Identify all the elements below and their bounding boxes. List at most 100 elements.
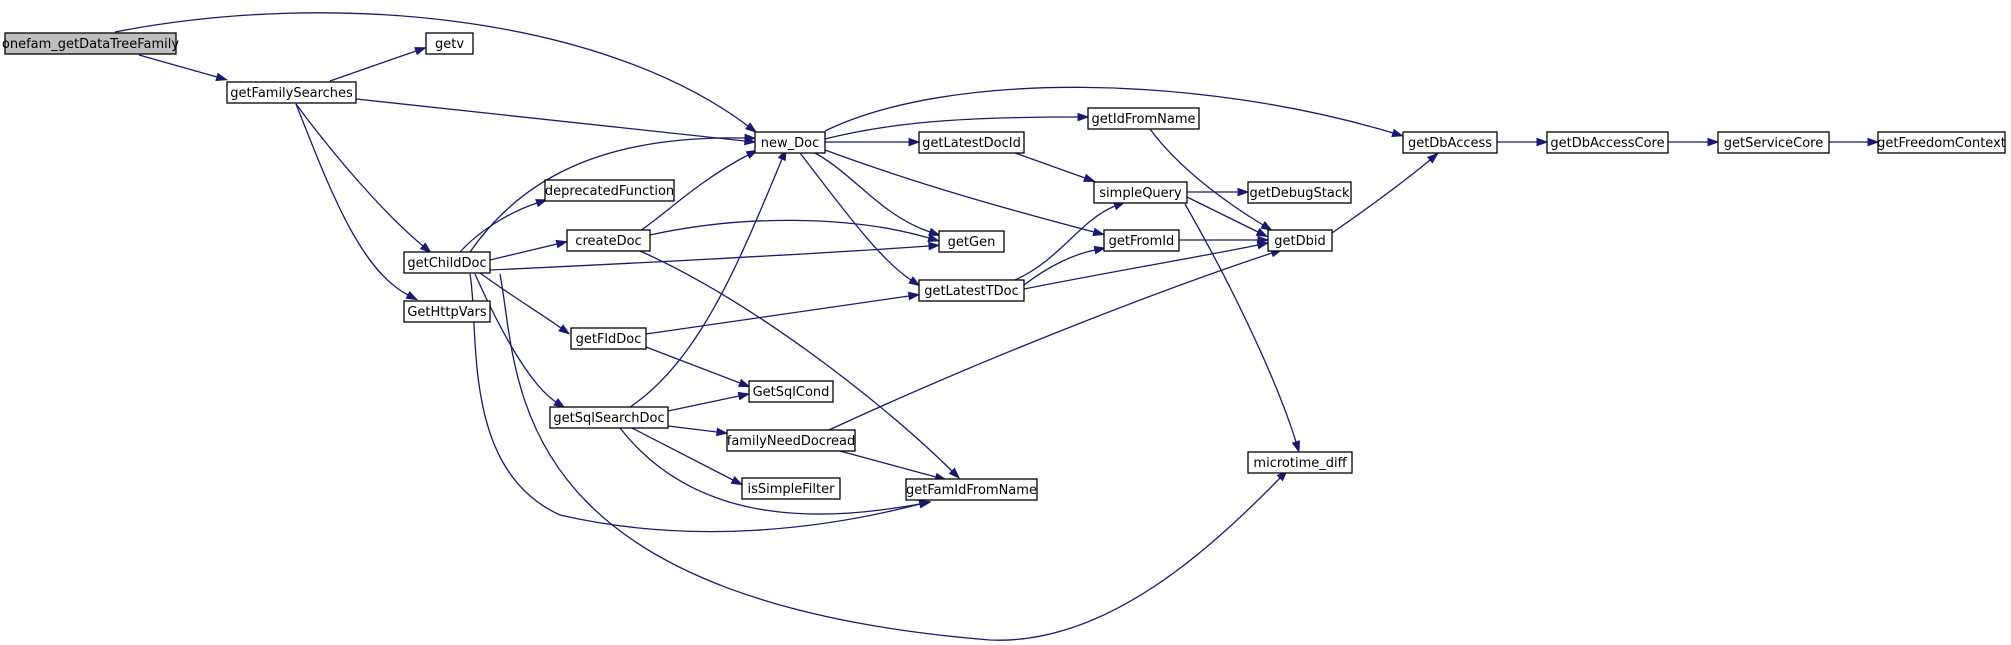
edge-18 [1186, 196, 1269, 238]
edge-30 [474, 273, 566, 409]
node-label: getIdFromName [1092, 112, 1196, 127]
node-label: getDbid [1274, 234, 1325, 249]
node-onefam-getdatatreefamily[interactable]: onefam_getDataTreeFamily [2, 32, 180, 55]
node-getv[interactable]: getv [425, 32, 474, 55]
node-getfamidfromname[interactable]: getFamIdFromName [905, 478, 1038, 501]
edge-4 [295, 103, 432, 254]
arrowhead [1536, 137, 1549, 147]
node-getfreedomcontext[interactable]: getFreedomContext [1877, 131, 2006, 154]
node-getlatestdocid[interactable]: getLatestDocId [918, 131, 1025, 154]
arrowhead [948, 467, 961, 480]
node-label: getFromId [1109, 234, 1175, 249]
arrowhead [745, 149, 759, 160]
edge-28 [489, 241, 941, 271]
edge-8 [825, 137, 921, 147]
node-simplequery[interactable]: simpleQuery [1093, 181, 1188, 204]
node-label: isSimpleFilter [748, 482, 836, 497]
edge-27 [489, 239, 569, 261]
edge-line [459, 202, 538, 253]
node-label: onefam_getDataTreeFamily [2, 37, 180, 52]
node-deprecatedfunction[interactable]: deprecatedFunction [544, 179, 675, 202]
edge-3 [355, 98, 757, 146]
edge-line [1023, 249, 1096, 286]
node-getdbaccesscore[interactable]: getDbAccessCore [1546, 131, 1669, 154]
node-getsqlsearchdoc[interactable]: getSqlSearchDoc [549, 406, 669, 429]
node-getfamilysearches[interactable]: getFamilySearches [226, 81, 357, 104]
node-label: getDbAccessCore [1550, 136, 1664, 151]
edge-line [667, 395, 740, 412]
arrowhead [737, 378, 751, 388]
node-getdebugstack[interactable]: getDebugStack [1247, 181, 1352, 204]
arrowhead [414, 47, 427, 56]
edge-line [1186, 196, 1259, 233]
arrowhead [928, 227, 941, 236]
edge-line [1331, 159, 1431, 234]
arrowhead [737, 391, 751, 401]
edge-11 [799, 152, 921, 287]
edge-37 [645, 346, 751, 388]
edge-35 [1023, 240, 1270, 290]
arrowhead [1391, 128, 1404, 137]
arrowhead [1707, 137, 1720, 147]
edge-34 [1023, 245, 1107, 286]
node-gethttpvars[interactable]: GetHttpVars [403, 300, 491, 323]
edge-line [479, 272, 562, 329]
edge-23 [649, 219, 941, 242]
edge-line [649, 219, 930, 239]
arrowhead [1426, 152, 1439, 164]
node-issimplefilter[interactable]: isSimpleFilter [741, 477, 841, 500]
edge-line [1014, 152, 1086, 179]
arrowhead [1256, 240, 1270, 250]
arrowhead [927, 233, 941, 242]
edge-21 [1331, 152, 1439, 234]
edge-13 [1497, 137, 1549, 147]
edge-39 [667, 391, 751, 412]
node-getdbid[interactable]: getDbid [1267, 229, 1333, 252]
node-getsqlcond[interactable]: GetSqlCond [748, 380, 834, 403]
edge-line [1149, 128, 1264, 226]
edge-line [355, 98, 746, 142]
edge-line [824, 116, 1079, 140]
node-getgen[interactable]: getGen [938, 230, 1005, 253]
edge-7 [824, 86, 1404, 137]
node-label: getDebugStack [1249, 186, 1350, 201]
node-getidfromname[interactable]: getIdFromName [1087, 107, 1200, 130]
node-microtime-diff[interactable]: microtime_diff [1247, 451, 1353, 474]
arrowhead [1083, 173, 1096, 182]
edge-line [639, 250, 953, 472]
edge-15 [1829, 137, 1880, 147]
edge-12 [1149, 128, 1273, 231]
edge-line [1014, 205, 1116, 281]
node-label: getGen [948, 235, 996, 250]
arrowhead [918, 499, 932, 509]
node-label: deprecatedFunction [545, 184, 674, 199]
arrowhead [419, 242, 432, 254]
edge-29 [479, 272, 571, 335]
arrowhead [715, 427, 729, 437]
node-getflddoc[interactable]: getFldDoc [570, 327, 647, 350]
edge-40 [667, 425, 729, 437]
edge-36 [645, 291, 921, 335]
node-label: new_Doc [761, 136, 819, 151]
edge-0 [138, 54, 229, 82]
node-getlatesttdoc[interactable]: getLatestTDoc [918, 279, 1025, 302]
arrowhead [558, 324, 571, 335]
node-label: getServiceCore [1724, 136, 1823, 151]
node-getchilddoc[interactable]: getChildDoc [403, 251, 491, 274]
node-familyneeddocread[interactable]: familyNeedDocread [726, 429, 856, 452]
node-label: simpleQuery [1099, 186, 1182, 201]
node-new-doc[interactable]: new_Doc [754, 131, 826, 154]
arrowhead [1092, 227, 1106, 237]
node-label: microtime_diff [1253, 456, 1347, 471]
edge-line [138, 54, 218, 78]
edge-line [645, 295, 910, 335]
node-createdoc[interactable]: createDoc [566, 229, 651, 252]
node-getfromid[interactable]: getFromId [1103, 229, 1180, 252]
arrowhead [215, 72, 229, 82]
node-getservicecore[interactable]: getServiceCore [1717, 131, 1830, 154]
node-getdbaccess[interactable]: getDbAccess [1402, 131, 1498, 154]
edge-41 [631, 427, 744, 486]
edge-line [828, 252, 1273, 431]
node-label: GetHttpVars [407, 305, 487, 320]
arrowhead [1093, 245, 1107, 255]
